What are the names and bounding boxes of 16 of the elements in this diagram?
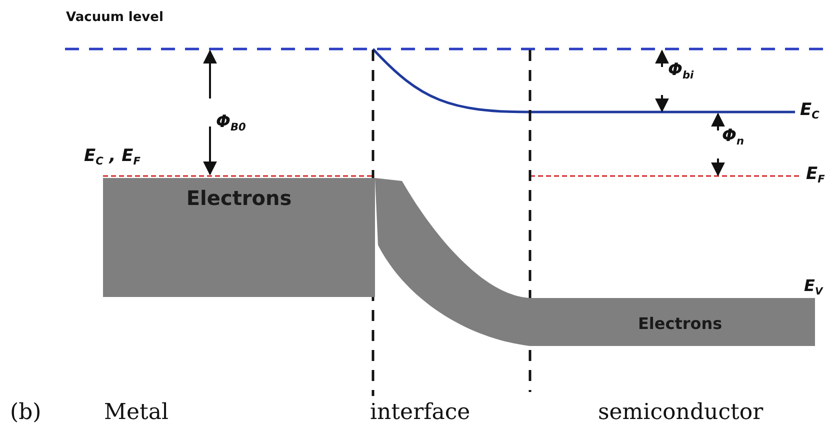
band-edge-label: E$_{C}$ , E$_{F}$: [84, 146, 140, 166]
metal-electron-block: [103, 178, 375, 297]
band-edge-label: E$_{F}$: [806, 164, 825, 184]
region-label: Metal: [104, 400, 169, 425]
barrier-label: Φ$_{n}$: [722, 126, 744, 146]
region-label: semiconductor: [598, 400, 764, 425]
barrier-label: Φ$_{B0}$: [216, 112, 246, 132]
band-edge-label: E$_{C}$: [800, 100, 820, 120]
panel-label: (b): [10, 400, 42, 425]
region-text: Electrons: [186, 186, 292, 212]
barrier-label: Φ$_{bi}$: [668, 60, 694, 80]
region-text: Electrons: [638, 314, 722, 333]
level-label: Vacuum level: [66, 10, 164, 25]
region-label: interface: [370, 400, 470, 425]
band-shape: [375, 178, 815, 346]
band-edge-label: E$_{V}$: [804, 276, 823, 295]
